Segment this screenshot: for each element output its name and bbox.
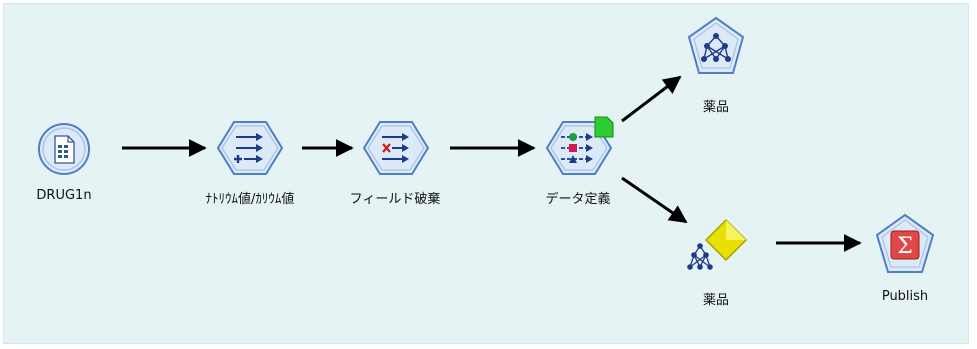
link-type-nugget[interactable]: [621, 176, 688, 224]
node-type[interactable]: [545, 113, 617, 179]
node-source-label: DRUG1n: [36, 188, 92, 203]
publisher-node-icon: Σ: [875, 213, 935, 273]
canvas-background: [3, 3, 969, 344]
node-filter-label: フィールド破棄: [349, 192, 441, 207]
link-type-model[interactable]: [621, 75, 682, 123]
node-filter[interactable]: [362, 118, 430, 178]
node-derive[interactable]: [216, 118, 284, 178]
node-model[interactable]: [686, 15, 746, 77]
type-node-icon: [545, 116, 614, 175]
neural-net-model-icon: [687, 16, 745, 74]
node-nugget[interactable]: [684, 216, 750, 278]
var-file-source-icon: [38, 123, 90, 175]
node-derive-label: ﾅﾄﾘｳﾑ値/ｶﾘｳﾑ値: [205, 192, 295, 207]
node-type-label: データ定義: [545, 192, 611, 207]
filter-node-icon: [362, 121, 430, 175]
node-publish-label: Publish: [881, 289, 929, 304]
svg-text:Σ: Σ: [897, 234, 913, 259]
node-publish[interactable]: Σ: [874, 212, 936, 276]
model-nugget-icon: [687, 218, 748, 270]
node-model-label: 薬品: [702, 100, 730, 115]
node-source[interactable]: [36, 121, 92, 177]
derive-node-icon: [216, 121, 284, 175]
node-nugget-label: 薬品: [702, 293, 730, 308]
